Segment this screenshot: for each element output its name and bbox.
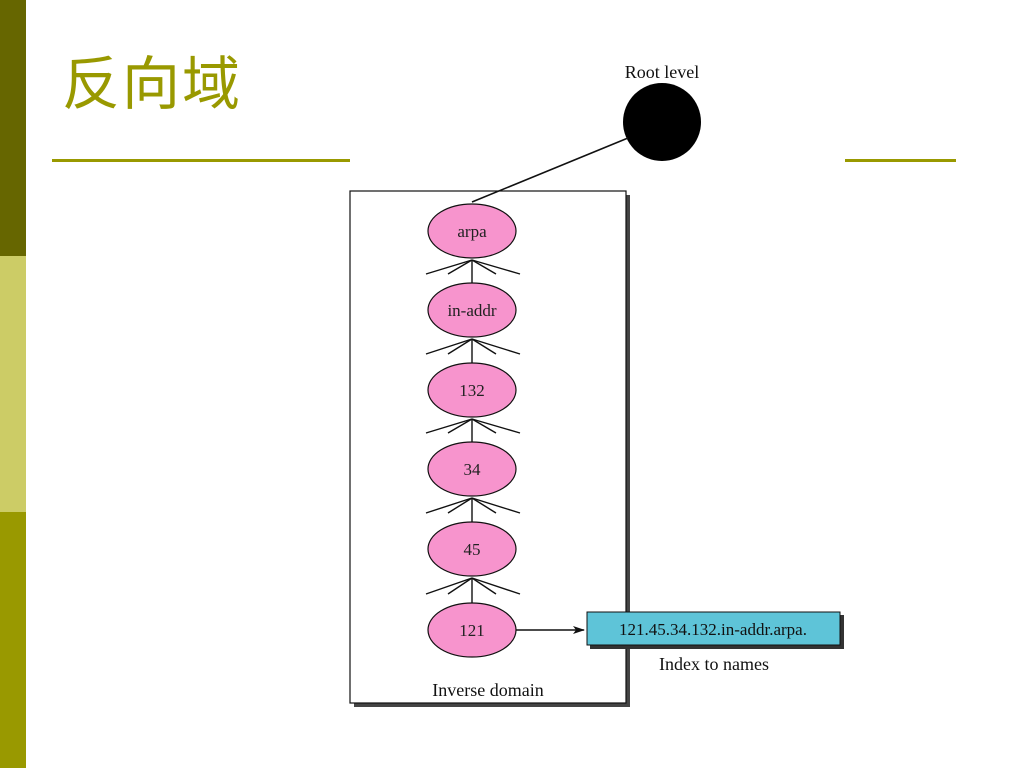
node-arpa: arpa bbox=[427, 203, 517, 259]
index-to-names-caption: Index to names bbox=[659, 654, 769, 674]
branch-line bbox=[471, 497, 497, 514]
sidebar-accent-middle bbox=[0, 256, 26, 512]
node-label: arpa bbox=[457, 222, 487, 241]
slide-title: 反向域 bbox=[62, 50, 243, 118]
branch-line bbox=[471, 418, 521, 434]
sidebar-accent-top bbox=[0, 0, 26, 256]
branch-line bbox=[447, 418, 473, 434]
node-label: in-addr bbox=[447, 301, 496, 320]
branch-line bbox=[425, 338, 473, 355]
branch-line bbox=[425, 577, 473, 595]
title-rule-left bbox=[52, 159, 350, 162]
node-ellipse bbox=[427, 282, 517, 338]
title-rule-right bbox=[845, 159, 956, 162]
node-in-addr: in-addr bbox=[427, 282, 517, 338]
sidebar-accent-bottom bbox=[0, 512, 26, 768]
branch-line bbox=[447, 577, 473, 595]
branch-line bbox=[425, 497, 473, 514]
node-ellipse bbox=[427, 203, 517, 259]
branch-line bbox=[471, 259, 521, 275]
root-to-arpa-link bbox=[471, 137, 629, 203]
node-132: 132 bbox=[427, 362, 517, 418]
node-label: 45 bbox=[464, 540, 481, 559]
node-label: 132 bbox=[459, 381, 485, 400]
node-ellipse bbox=[427, 441, 517, 497]
branch-line bbox=[471, 338, 497, 355]
branch-line bbox=[471, 497, 521, 514]
inverse-domain-caption: Inverse domain bbox=[432, 680, 543, 700]
branch-line bbox=[471, 338, 521, 355]
root-level-label: Root level bbox=[625, 62, 700, 82]
branch-line bbox=[471, 259, 497, 275]
node-34: 34 bbox=[427, 441, 517, 497]
branch-line bbox=[471, 577, 497, 595]
node-45: 45 bbox=[427, 521, 517, 577]
node-121: 121 bbox=[427, 602, 517, 658]
branch-line bbox=[425, 418, 473, 434]
branch-line bbox=[425, 259, 473, 275]
branch-line bbox=[447, 497, 473, 514]
index-box bbox=[586, 611, 841, 646]
tree-connectors bbox=[425, 259, 521, 603]
branch-line bbox=[447, 259, 473, 275]
root-node bbox=[623, 83, 701, 161]
index-box-text: 121.45.34.132.in-addr.arpa. bbox=[619, 620, 807, 639]
node-ellipse bbox=[427, 521, 517, 577]
node-label: 121 bbox=[459, 621, 485, 640]
node-ellipse bbox=[427, 362, 517, 418]
node-label: 34 bbox=[464, 460, 482, 479]
branch-line bbox=[447, 338, 473, 355]
branch-line bbox=[471, 418, 497, 434]
branch-line bbox=[471, 577, 521, 595]
